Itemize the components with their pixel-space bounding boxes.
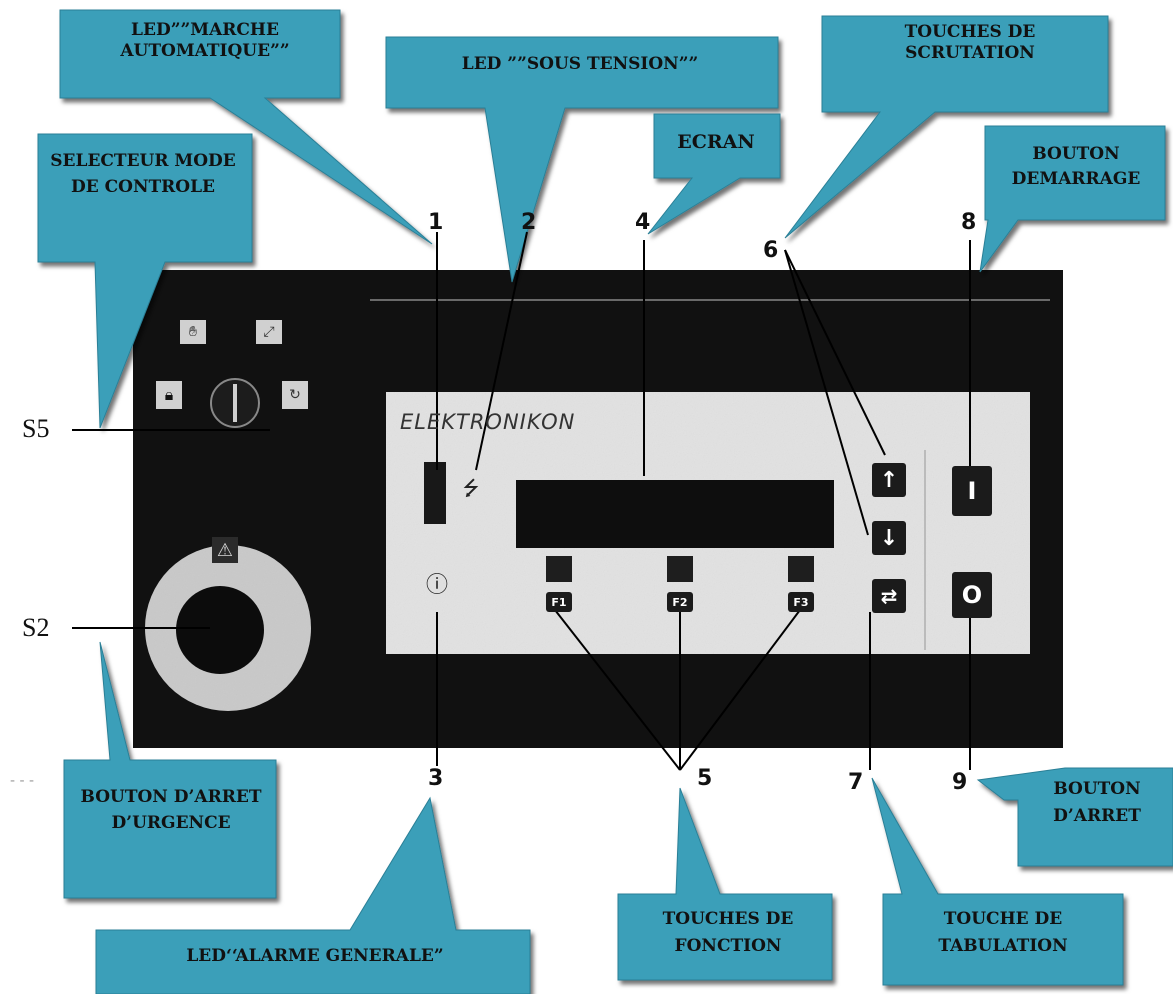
alarm-icon: ⓘ (425, 568, 449, 598)
number-4: 4 (635, 210, 650, 235)
scroll-down-key[interactable]: ↓ (872, 521, 906, 555)
remote-mode-icon: ⤢ (258, 322, 280, 342)
auto-mode-icon: ↻ (284, 383, 306, 407)
tab-key[interactable]: ⇄ (872, 579, 906, 613)
label-ecran: ECRAN (660, 131, 772, 155)
start-button[interactable]: I (952, 466, 992, 516)
label-alarme-generale: LED‘‘ALARME GENERALE” (120, 946, 510, 967)
lcd-screen (516, 480, 834, 548)
function-key-f2[interactable]: F2 (667, 592, 693, 612)
lock-icon: 🔒︎ (158, 383, 180, 407)
number-6: 6 (763, 238, 778, 263)
label-arret-urgence: BOUTON D’ARRET D’URGENCE (78, 784, 264, 837)
power-icon: ⭍ (460, 474, 482, 508)
emergency-stop-button (176, 586, 264, 674)
manual-mode-icon: ✋︎ (182, 322, 204, 342)
svg-text:- - -: - - - (10, 773, 34, 789)
label-bouton-demarrage: BOUTON DEMARRAGE (990, 142, 1162, 191)
number-9: 9 (952, 770, 967, 795)
number-5: 5 (697, 766, 712, 791)
label-bouton-arret: BOUTON D’ARRET (1024, 776, 1170, 830)
number-3: 3 (428, 766, 443, 791)
number-7: 7 (848, 770, 863, 795)
label-selecteur-mode: SELECTEUR MODE DE CONTROLE (48, 148, 238, 201)
label-sous-tension: LED ””SOUS TENSION”” (400, 54, 760, 75)
label-s2: S2 (22, 612, 49, 645)
function-key-f3[interactable]: F3 (788, 592, 814, 612)
number-1: 1 (428, 210, 443, 235)
warning-triangle-icon: ⚠︎ (212, 537, 238, 563)
label-touches-fonction: TOUCHES DE FONCTION (632, 906, 824, 960)
label-touches-scrutation: TOUCHES DE SCRUTATION (860, 22, 1080, 65)
scroll-up-key[interactable]: ↑ (872, 463, 906, 497)
number-8: 8 (961, 210, 976, 235)
number-2: 2 (521, 210, 536, 235)
stop-button[interactable]: O (952, 572, 992, 618)
brand-logo: ELEKTRONIKON (400, 410, 575, 434)
label-touche-tabulation: TOUCHE DE TABULATION (892, 906, 1114, 960)
label-s5: S5 (22, 413, 49, 446)
key-selector-icon[interactable] (223, 391, 247, 415)
function-key-f1[interactable]: F1 (546, 592, 572, 612)
led-marche-automatique (424, 462, 446, 524)
label-marche-automatique: LED””MARCHE AUTOMATIQUE”” (90, 20, 320, 63)
